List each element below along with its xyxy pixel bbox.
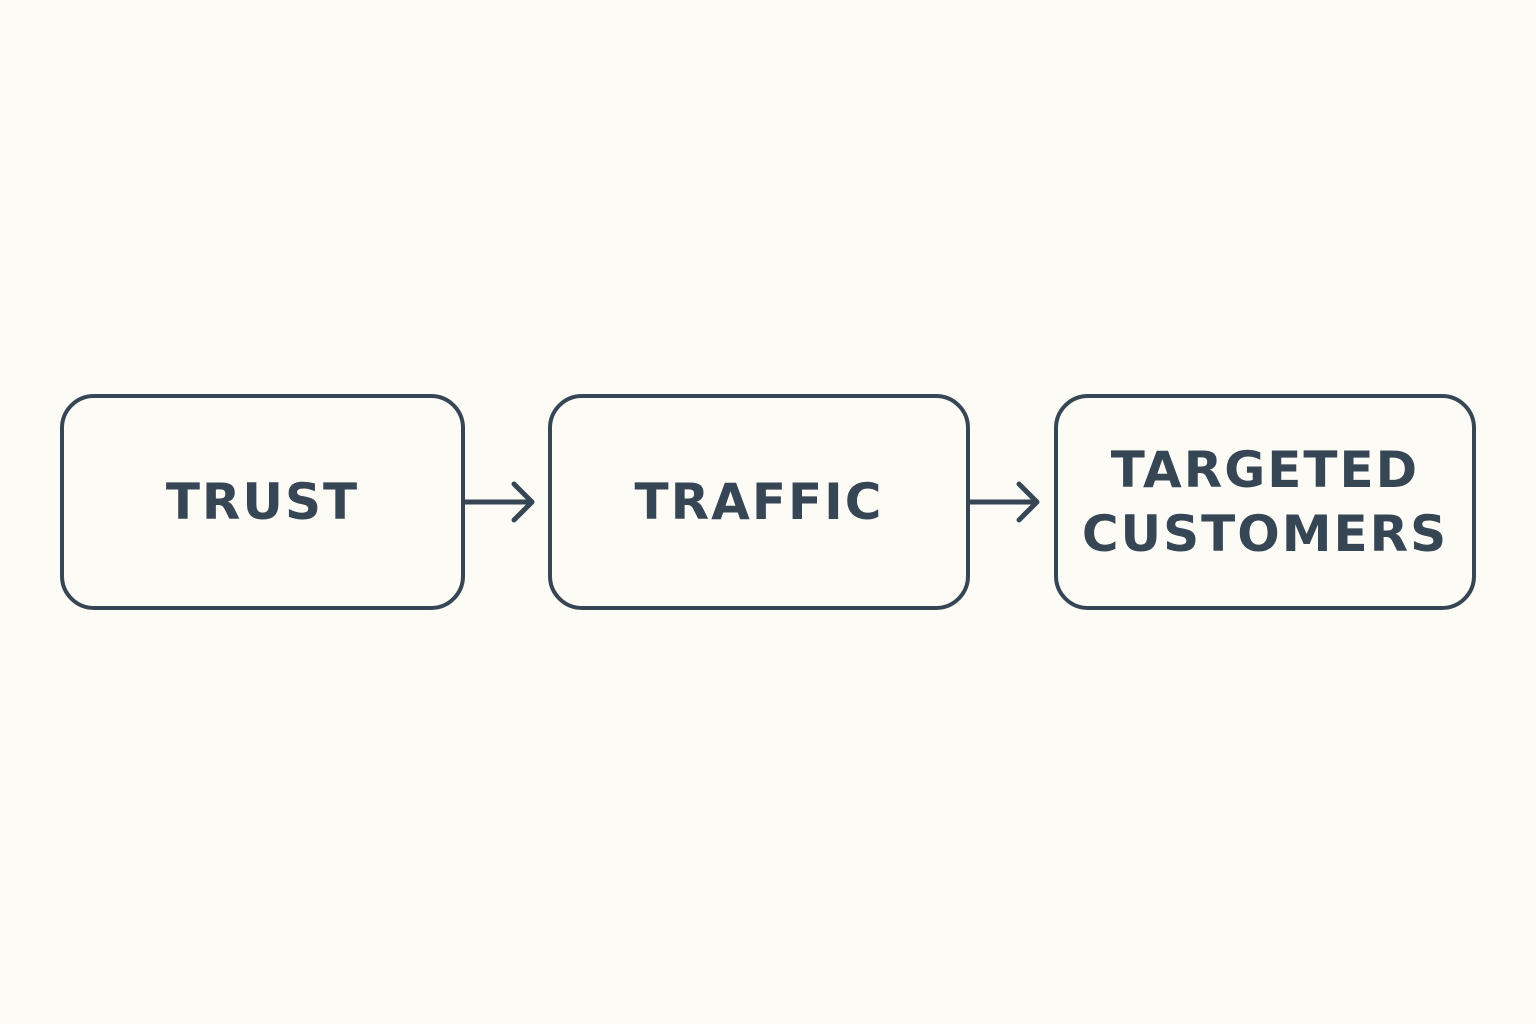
node-trust: TRUST [60,394,465,610]
node-targeted-customers: TARGETED CUSTOMERS [1054,394,1476,610]
node-traffic-label: TRAFFIC [634,473,884,531]
node-trust-label: TRUST [165,473,360,531]
node-traffic: TRAFFIC [548,394,970,610]
edge-trust-to-traffic [462,481,535,523]
node-targeted-customers-label-line-1: TARGETED [1110,441,1420,499]
arrowhead-icon [1016,481,1040,523]
edge-traffic-to-targeted-customers [967,481,1040,523]
node-targeted-customers-label-line-2: CUSTOMERS [1081,505,1449,563]
arrowhead-icon [511,481,535,523]
